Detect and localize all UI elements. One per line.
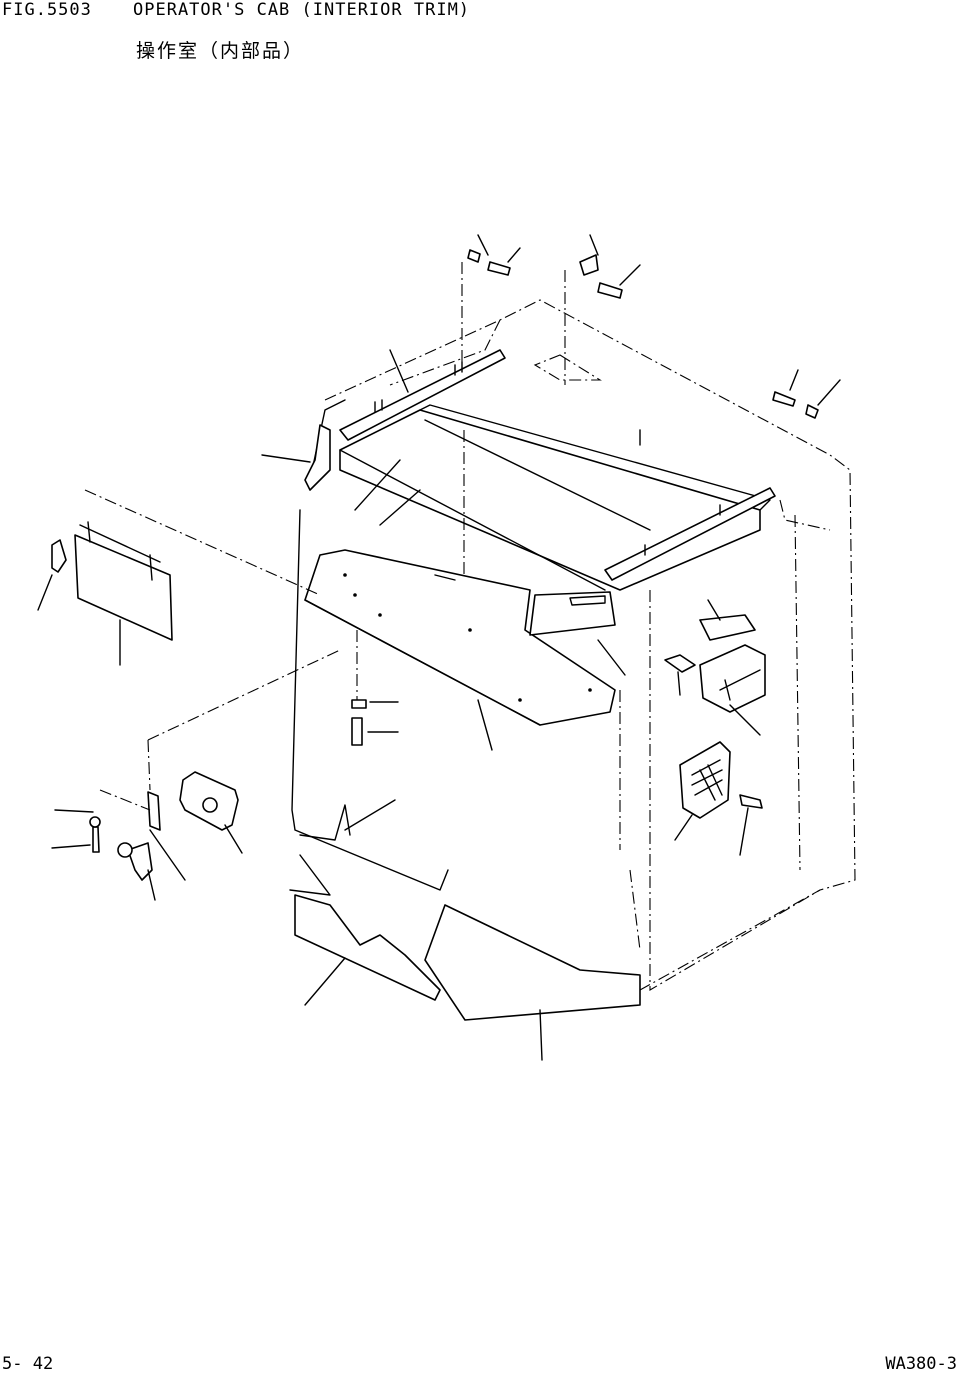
left-pillar-trim <box>304 424 331 491</box>
roof-trim-panel <box>339 349 776 591</box>
figure-title: OPERATOR'S CAB (INTERIOR TRIM) <box>133 0 471 20</box>
mirror-assembly <box>89 649 341 881</box>
speaker-grille <box>679 741 763 819</box>
leader-lines <box>37 234 841 1061</box>
center-fasteners <box>351 430 465 746</box>
figure-number: FIG.5503 <box>2 0 92 20</box>
roof-fasteners <box>461 249 819 419</box>
model-code: WA380-3 <box>885 1354 957 1374</box>
sun-visor <box>51 489 321 641</box>
figure-subtitle: 操作室（内部品） <box>136 40 305 62</box>
side-pocket <box>664 614 766 713</box>
cab-frame-outline <box>291 299 856 991</box>
front-upper-trim <box>304 549 616 726</box>
lower-front-trim <box>289 804 641 1021</box>
page-number: 5- 42 <box>2 1354 54 1374</box>
